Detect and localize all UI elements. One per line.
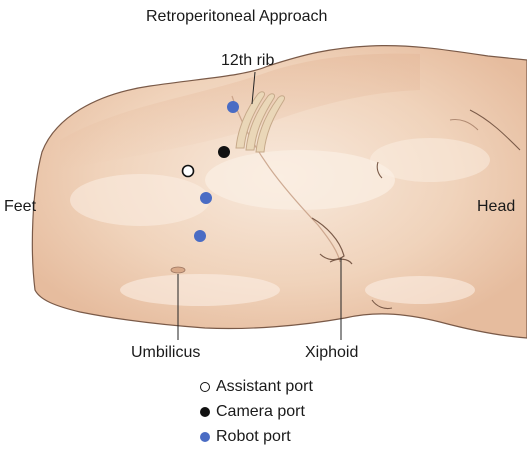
camera-port-marker (218, 146, 230, 158)
xiphoid-label: Xiphoid (305, 344, 358, 362)
robot-port-marker (194, 230, 206, 242)
robot-port-marker (200, 192, 212, 204)
legend-item-assistant: Assistant port (200, 378, 313, 396)
legend-label-robot: Robot port (216, 428, 291, 446)
filled-black-circle-icon (200, 407, 210, 417)
filled-blue-circle-icon (200, 432, 210, 442)
hollow-circle-icon (200, 382, 210, 392)
diagram-title: Retroperitoneal Approach (146, 8, 327, 26)
head-label: Head (477, 198, 515, 216)
rib-label: 12th rib (221, 52, 274, 70)
umbilicus-label: Umbilicus (131, 344, 200, 362)
legend-item-camera: Camera port (200, 403, 305, 421)
legend-item-robot: Robot port (200, 428, 291, 446)
legend-label-camera: Camera port (216, 403, 305, 421)
assistant-port-marker (183, 166, 194, 177)
umbilicus-mark (171, 267, 185, 273)
robot-port-marker (227, 101, 239, 113)
legend-label-assistant: Assistant port (216, 378, 313, 396)
feet-label: Feet (4, 198, 36, 216)
